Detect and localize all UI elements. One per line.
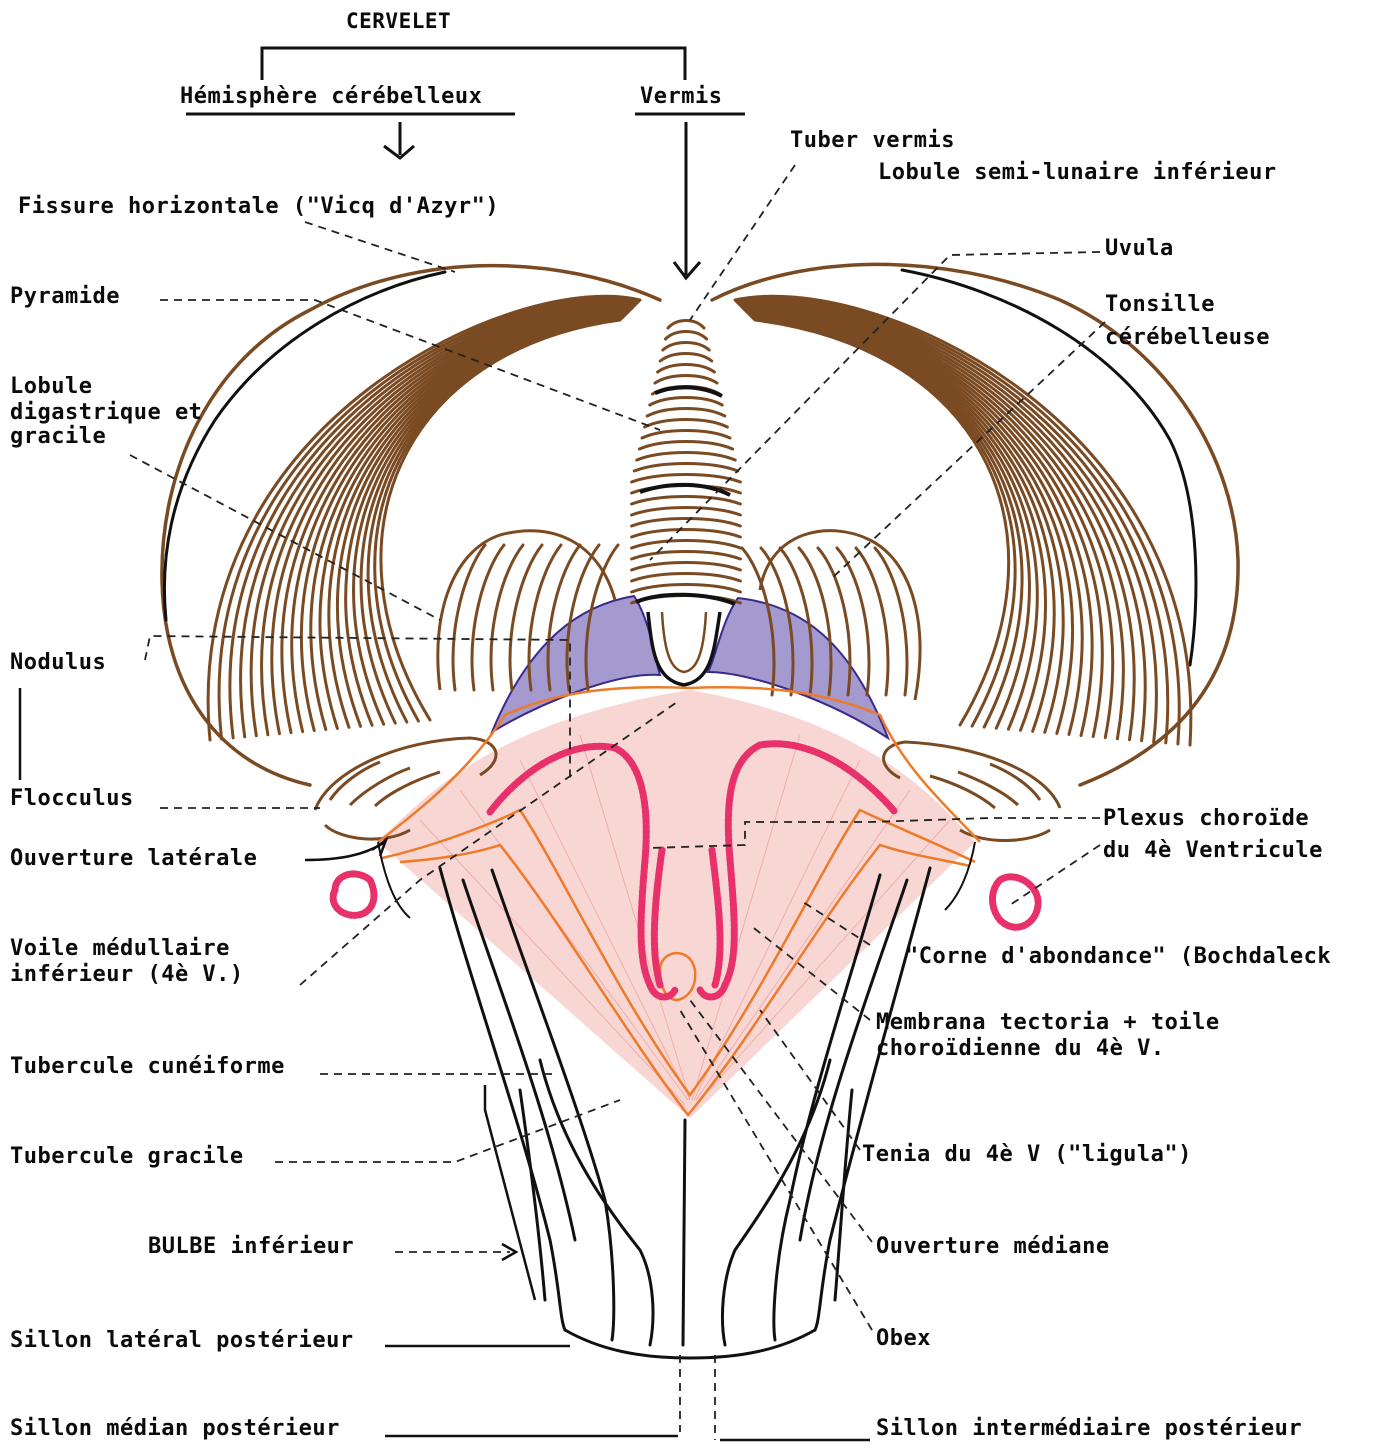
folium-vermis — [632, 497, 741, 505]
folium-tonsil-left — [453, 545, 485, 690]
folium-vermis — [634, 464, 738, 472]
label-obex: Obex — [876, 1326, 931, 1352]
folium-tonsil-right — [856, 548, 888, 695]
label-nodulus: Nodulus — [10, 650, 106, 676]
title-cervelet: CERVELET — [346, 8, 451, 34]
label-uvula: Uvula — [1105, 236, 1174, 262]
hemisphere-arrow — [384, 122, 414, 158]
label-tenia: Tenia du 4è V ("ligula") — [862, 1142, 1192, 1168]
label-tonsille-1: Tonsille — [1105, 292, 1215, 318]
folium-vermis — [632, 563, 741, 571]
label-bulbe: BULBE inférieur — [148, 1234, 354, 1260]
label-ouverture-laterale: Ouverture latérale — [10, 846, 257, 872]
folium-tonsil-left — [472, 545, 504, 690]
label-corne-abondance: "Corne d'abondance" (Bochdaleck — [905, 944, 1331, 970]
folium-vermis — [645, 420, 728, 428]
folium-vermis — [660, 354, 712, 362]
label-lobule-semi-lunaire: Lobule semi-lunaire inférieur — [878, 160, 1277, 186]
label-vermis: Vermis — [640, 84, 722, 110]
label-membrana-1: Membrana tectoria + toile — [876, 1010, 1220, 1036]
folium-vermis — [655, 376, 717, 384]
label-lobule-3: gracile — [10, 424, 106, 450]
label-plexus-1: Plexus choroïde — [1103, 806, 1309, 832]
label-flocculus: Flocculus — [10, 786, 134, 812]
folium-vermis — [632, 475, 741, 483]
folium-vermis — [663, 343, 709, 351]
label-sillon-intermediaire: Sillon intermédiaire postérieur — [876, 1416, 1302, 1442]
label-lobule-1: Lobule — [10, 374, 92, 400]
folium-vermis — [632, 530, 741, 538]
folium-vermis — [639, 442, 732, 450]
folium-vermis — [632, 508, 741, 516]
label-membrana-2: choroïdienne du 4è V. — [876, 1036, 1165, 1062]
folium-vermis — [650, 398, 722, 406]
folium-vermis — [642, 431, 730, 439]
label-lobule-2: digastrique et — [10, 400, 202, 426]
folium-vermis — [632, 552, 741, 560]
folium-vermis — [647, 409, 725, 417]
label-plexus-2: du 4è Ventricule — [1103, 838, 1323, 864]
label-sillon-median: Sillon médian postérieur — [10, 1416, 340, 1442]
folium-vermis — [665, 332, 706, 340]
label-voile-1: Voile médullaire — [10, 936, 230, 962]
label-ouverture-mediane: Ouverture médiane — [876, 1234, 1110, 1260]
label-voile-2: inférieur (4è V.) — [10, 962, 244, 988]
label-fissure-horizontale: Fissure horizontale ("Vicq d'Azyr") — [18, 194, 499, 220]
vermis-folia — [632, 321, 741, 604]
label-tuber-vermis: Tuber vermis — [790, 128, 955, 154]
folium-tonsil-left — [491, 545, 523, 690]
folium-vermis — [637, 453, 735, 461]
label-sillon-lateral: Sillon latéral postérieur — [10, 1328, 354, 1354]
folium-vermis — [632, 574, 741, 582]
vermis-arrow — [674, 122, 700, 278]
label-tubercule-cuneiforme: Tubercule cunéiforme — [10, 1054, 285, 1080]
label-tubercule-gracile: Tubercule gracile — [10, 1144, 244, 1170]
folium-vermis — [632, 585, 741, 593]
folium-vermis — [668, 321, 704, 329]
folium-vermis — [658, 365, 715, 373]
folium-vermis — [632, 541, 741, 549]
label-tonsille-2: cérébelleuse — [1105, 325, 1270, 351]
label-hemisphere: Hémisphère cérébelleux — [180, 84, 482, 110]
label-pyramide: Pyramide — [10, 284, 120, 310]
